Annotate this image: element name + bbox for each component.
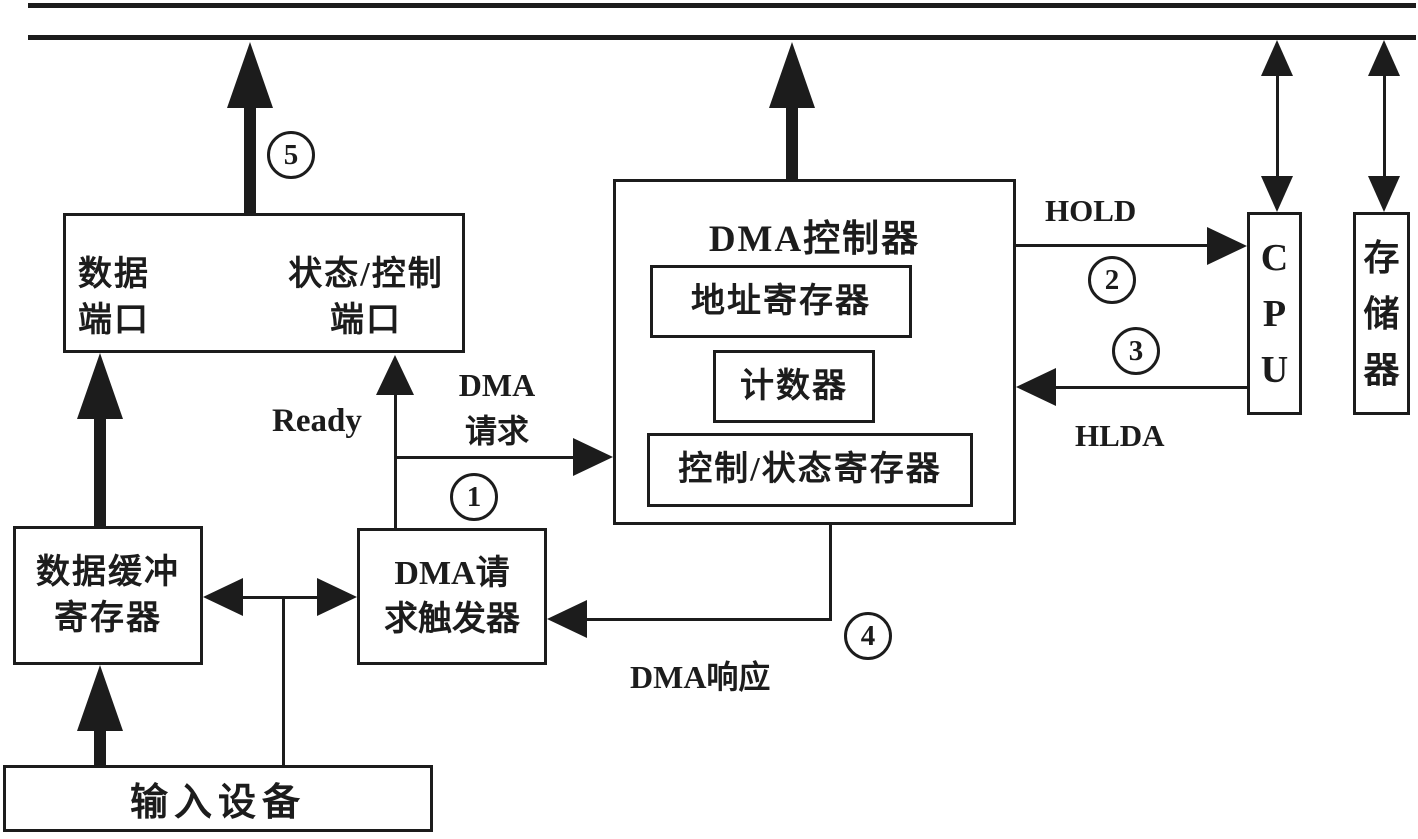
arrow-buffer-to-ports-shaft xyxy=(94,413,106,526)
arrow-input-to-buffer-shaft xyxy=(94,725,106,765)
dma-response-label: DMA响应 xyxy=(630,659,771,695)
memory-char: 储 xyxy=(1363,293,1400,334)
io-ports-box: 数据 端口 状态/控制 端口 xyxy=(63,213,465,353)
arrow-ports-to-bus-head-icon xyxy=(227,42,273,108)
arrow-ports-to-bus-shaft xyxy=(244,100,256,213)
hlda-label: HLDA xyxy=(1075,418,1165,453)
counter-box: 计数器 xyxy=(713,350,875,423)
cpu-letter: C xyxy=(1260,236,1289,279)
dma-request-trigger-box: DMA请 求触发器 xyxy=(357,528,547,665)
dma-response-arrow-head-icon xyxy=(547,600,587,638)
buffer-trigger-line xyxy=(240,596,320,599)
ready-label: Ready xyxy=(272,403,362,439)
step-2-badge: 2 xyxy=(1088,256,1136,304)
arrow-memory-bus-shaft xyxy=(1383,70,1386,180)
arrow-cpu-bus-up-head-icon xyxy=(1261,40,1293,76)
arrow-dmac-to-bus-shaft xyxy=(786,100,798,179)
status-control-port-label: 状态/控制 端口 xyxy=(288,256,444,339)
hold-label: HOLD xyxy=(1045,193,1137,228)
arrow-memory-bus-up-head-icon xyxy=(1368,40,1400,76)
memory-box: 存 储 器 xyxy=(1353,212,1410,415)
hold-arrow-head-icon xyxy=(1207,227,1247,265)
step-5-badge: 5 xyxy=(267,131,315,179)
hold-line xyxy=(1016,244,1212,247)
dma-request-arrow-head-icon xyxy=(573,438,613,476)
hlda-line xyxy=(1052,386,1247,389)
step-4-badge: 4 xyxy=(844,612,892,660)
data-port-label: 数据 端口 xyxy=(78,256,150,339)
dma-controller-box: DMA控制器 地址寄存器 计数器 控制/状态寄存器 xyxy=(613,179,1016,525)
arrow-buffer-to-ports-head-icon xyxy=(77,353,123,419)
dma-request-line xyxy=(395,456,578,459)
arrow-memory-bus-down-head-icon xyxy=(1368,176,1400,212)
input-branch-line xyxy=(282,597,285,765)
cpu-letter: P xyxy=(1262,292,1287,335)
arrow-dmac-to-bus-head-icon xyxy=(769,42,815,108)
dma-response-line xyxy=(585,618,832,621)
control-status-register-box: 控制/状态寄存器 xyxy=(647,433,973,507)
cpu-letter: U xyxy=(1260,348,1289,391)
arrow-cpu-bus-down-head-icon xyxy=(1261,176,1293,212)
step-3-badge: 3 xyxy=(1112,327,1160,375)
input-device-box: 输入设备 xyxy=(3,765,433,832)
buffer-trigger-left-head-icon xyxy=(203,578,243,616)
hlda-arrow-head-icon xyxy=(1016,368,1056,406)
ready-line xyxy=(394,390,397,528)
arrow-cpu-bus-shaft xyxy=(1276,70,1279,180)
address-register-box: 地址寄存器 xyxy=(650,265,912,338)
data-buffer-register-box: 数据缓冲 寄存器 xyxy=(13,526,203,665)
system-bus-lower-line xyxy=(28,35,1416,40)
system-bus-upper-line xyxy=(28,3,1416,8)
memory-char: 存 xyxy=(1363,237,1400,278)
cpu-box: C P U xyxy=(1247,212,1302,415)
dma-request-label: DMA 请求 xyxy=(458,367,536,449)
step-1-badge: 1 xyxy=(450,473,498,521)
ready-arrow-head-icon xyxy=(376,355,414,395)
dma-controller-title: DMA控制器 xyxy=(708,219,921,260)
dma-response-vertical-line xyxy=(829,525,832,621)
arrow-input-to-buffer-head-icon xyxy=(77,665,123,731)
buffer-trigger-right-head-icon xyxy=(317,578,357,616)
memory-char: 器 xyxy=(1363,349,1400,390)
